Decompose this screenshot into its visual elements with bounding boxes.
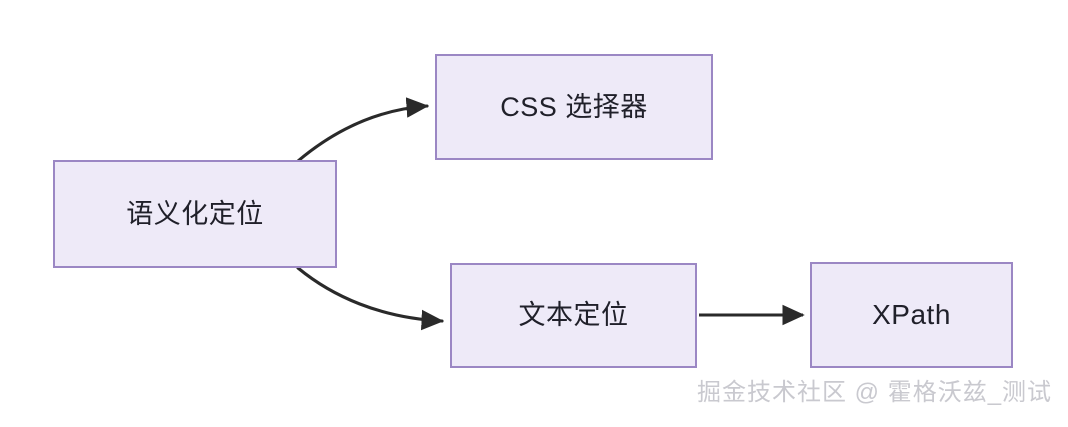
node-xpath-label: XPath (872, 299, 951, 330)
watermark: 掘金技术社区 @ 霍格沃兹_测试 (697, 379, 1053, 406)
node-text-locator[interactable]: 文本定位 (450, 263, 697, 368)
node-semantic[interactable]: 语义化定位 (53, 160, 337, 268)
edge-semantic-to-css (296, 97, 429, 163)
node-css-selector[interactable]: CSS 选择器 (435, 54, 713, 160)
node-css-selector-label: CSS 选择器 (500, 91, 648, 122)
node-xpath[interactable]: XPath (810, 262, 1013, 368)
edge-semantic-to-text (296, 266, 444, 331)
node-text-locator-label: 文本定位 (518, 300, 629, 330)
node-semantic-label: 语义化定位 (126, 198, 264, 229)
